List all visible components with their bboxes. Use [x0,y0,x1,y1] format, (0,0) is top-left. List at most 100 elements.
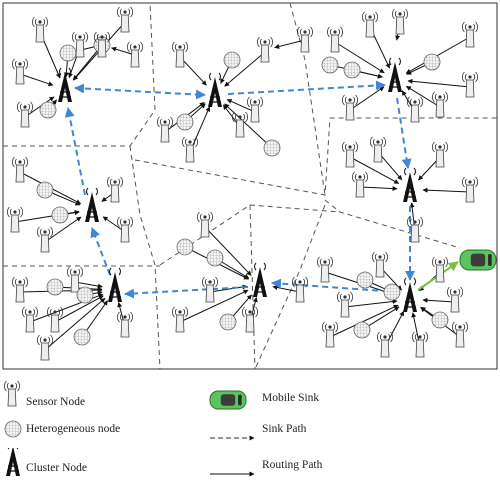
routing-path [74,281,103,289]
sensor-node-icon [370,136,386,163]
cluster-node-icon [388,57,402,92]
sensor-node-icon [247,96,263,123]
cluster-node-icon [58,67,72,102]
sensor-node-icon [242,306,258,333]
sensor-node-icon [362,11,378,38]
sensor-node-icon [117,216,133,243]
heterogeneous-node-icon [46,278,64,296]
sensor-node-icon [412,331,428,358]
routing-path [407,78,471,88]
routing-path [224,103,273,149]
region-border-3 [159,204,341,266]
cluster-node-icon [85,187,99,222]
sensor-node-icon [117,311,133,338]
sensor-node-icon [447,286,463,313]
heterogeneous-node-icon [431,311,449,329]
sensor-node-icon [22,306,38,333]
heterogeneous-node-icon [353,321,371,339]
region-border-7 [324,199,461,249]
sink-path-segment [74,83,206,100]
routing-path [405,85,441,108]
legend-heterogeneous-node-icon [3,419,23,444]
legend-cluster-label: Cluster Node [26,462,88,474]
sensor-node-icon [432,141,448,168]
legend-cluster-node-icon [4,441,22,483]
heterogeneous-node-icon [73,328,91,346]
routing-path [44,297,106,351]
sensor-node-icon [377,331,393,358]
heterogeneous-node-icon [36,181,54,199]
region-border-1 [129,145,161,370]
sensor-node-icon [117,6,133,33]
region-borders [3,2,497,370]
sensor-node-icon [462,71,478,98]
sensor-node-icon [32,16,48,43]
cluster-node-icon [108,267,122,302]
sensor-node-icon [392,8,408,35]
sink-path-segment [90,227,111,276]
heterogeneous-node-icon [206,249,224,267]
sensor-node-icon [257,36,273,63]
sensor-node-icon [432,256,448,283]
routing-path [349,86,385,111]
routing-path [44,216,82,243]
cluster-node-icon [253,262,267,297]
routing-path [359,186,398,191]
region-border-0 [3,2,156,147]
routing-path [19,73,54,87]
sensor-node-icon [372,251,388,278]
sensor-node-icon [172,306,188,333]
sink-paths [64,80,459,299]
routing-path [209,284,248,293]
heterogeneous-node-icon [343,61,361,79]
routing-path [189,106,211,153]
sensor-node-icon [12,58,28,85]
sensor-node-icon [337,291,353,318]
sink-path-segment [227,80,386,95]
heterogeneous-node-icon [423,53,441,71]
legend-sink-label: Mobile Sink [262,392,320,404]
sensor-node-icon [37,226,53,253]
routing-path [204,226,252,276]
sensor-node-icon [322,321,338,348]
sensor-node-icon [292,276,308,303]
routing-path [274,39,306,49]
heterogeneous-node-icon [176,238,194,256]
sensor-node-icon [94,31,110,58]
sensor-node-icon [462,176,478,203]
cluster-node-icon [403,167,417,202]
cluster-node-icon [403,277,417,312]
routing-path [329,304,399,338]
sensor-node-icon [407,216,423,243]
sensor-node-icon [232,111,248,138]
sensor-node-icon [17,101,33,128]
field-border [2,2,498,370]
sensor-node-icon [462,21,478,48]
sensor-node-icon [72,31,88,58]
sensor-node-icon [7,206,23,233]
routing-path [334,41,385,74]
sensor-node-icon [327,26,343,53]
sensor-node-icon [182,136,198,163]
heterogeneous-node-icon [176,113,194,131]
cluster-node-icon [6,441,20,476]
routing-path [405,36,471,74]
heterogeneous-node-icon [223,51,241,69]
heterogeneous-node-icon [321,56,339,74]
mobile-sink-icon [459,249,497,271]
heterogeneous-node-icon [4,420,22,438]
sensor-node-icon [47,306,63,333]
heterogeneous-node-icon [263,139,281,157]
sensor-node-icon [432,91,448,118]
cluster-node-icon [208,72,222,107]
legend-mobile-sink-icon [208,389,248,416]
heterogeneous-node-icon [383,283,401,301]
legend-routing-path-line [208,465,258,483]
routing-path [422,187,471,193]
sensor-node-icon [4,380,20,407]
routing-path [272,285,301,293]
sensor-node-icon [317,256,333,283]
sensor-node-icon [12,276,28,303]
region-border-4 [249,204,256,370]
routing-path [24,96,55,118]
